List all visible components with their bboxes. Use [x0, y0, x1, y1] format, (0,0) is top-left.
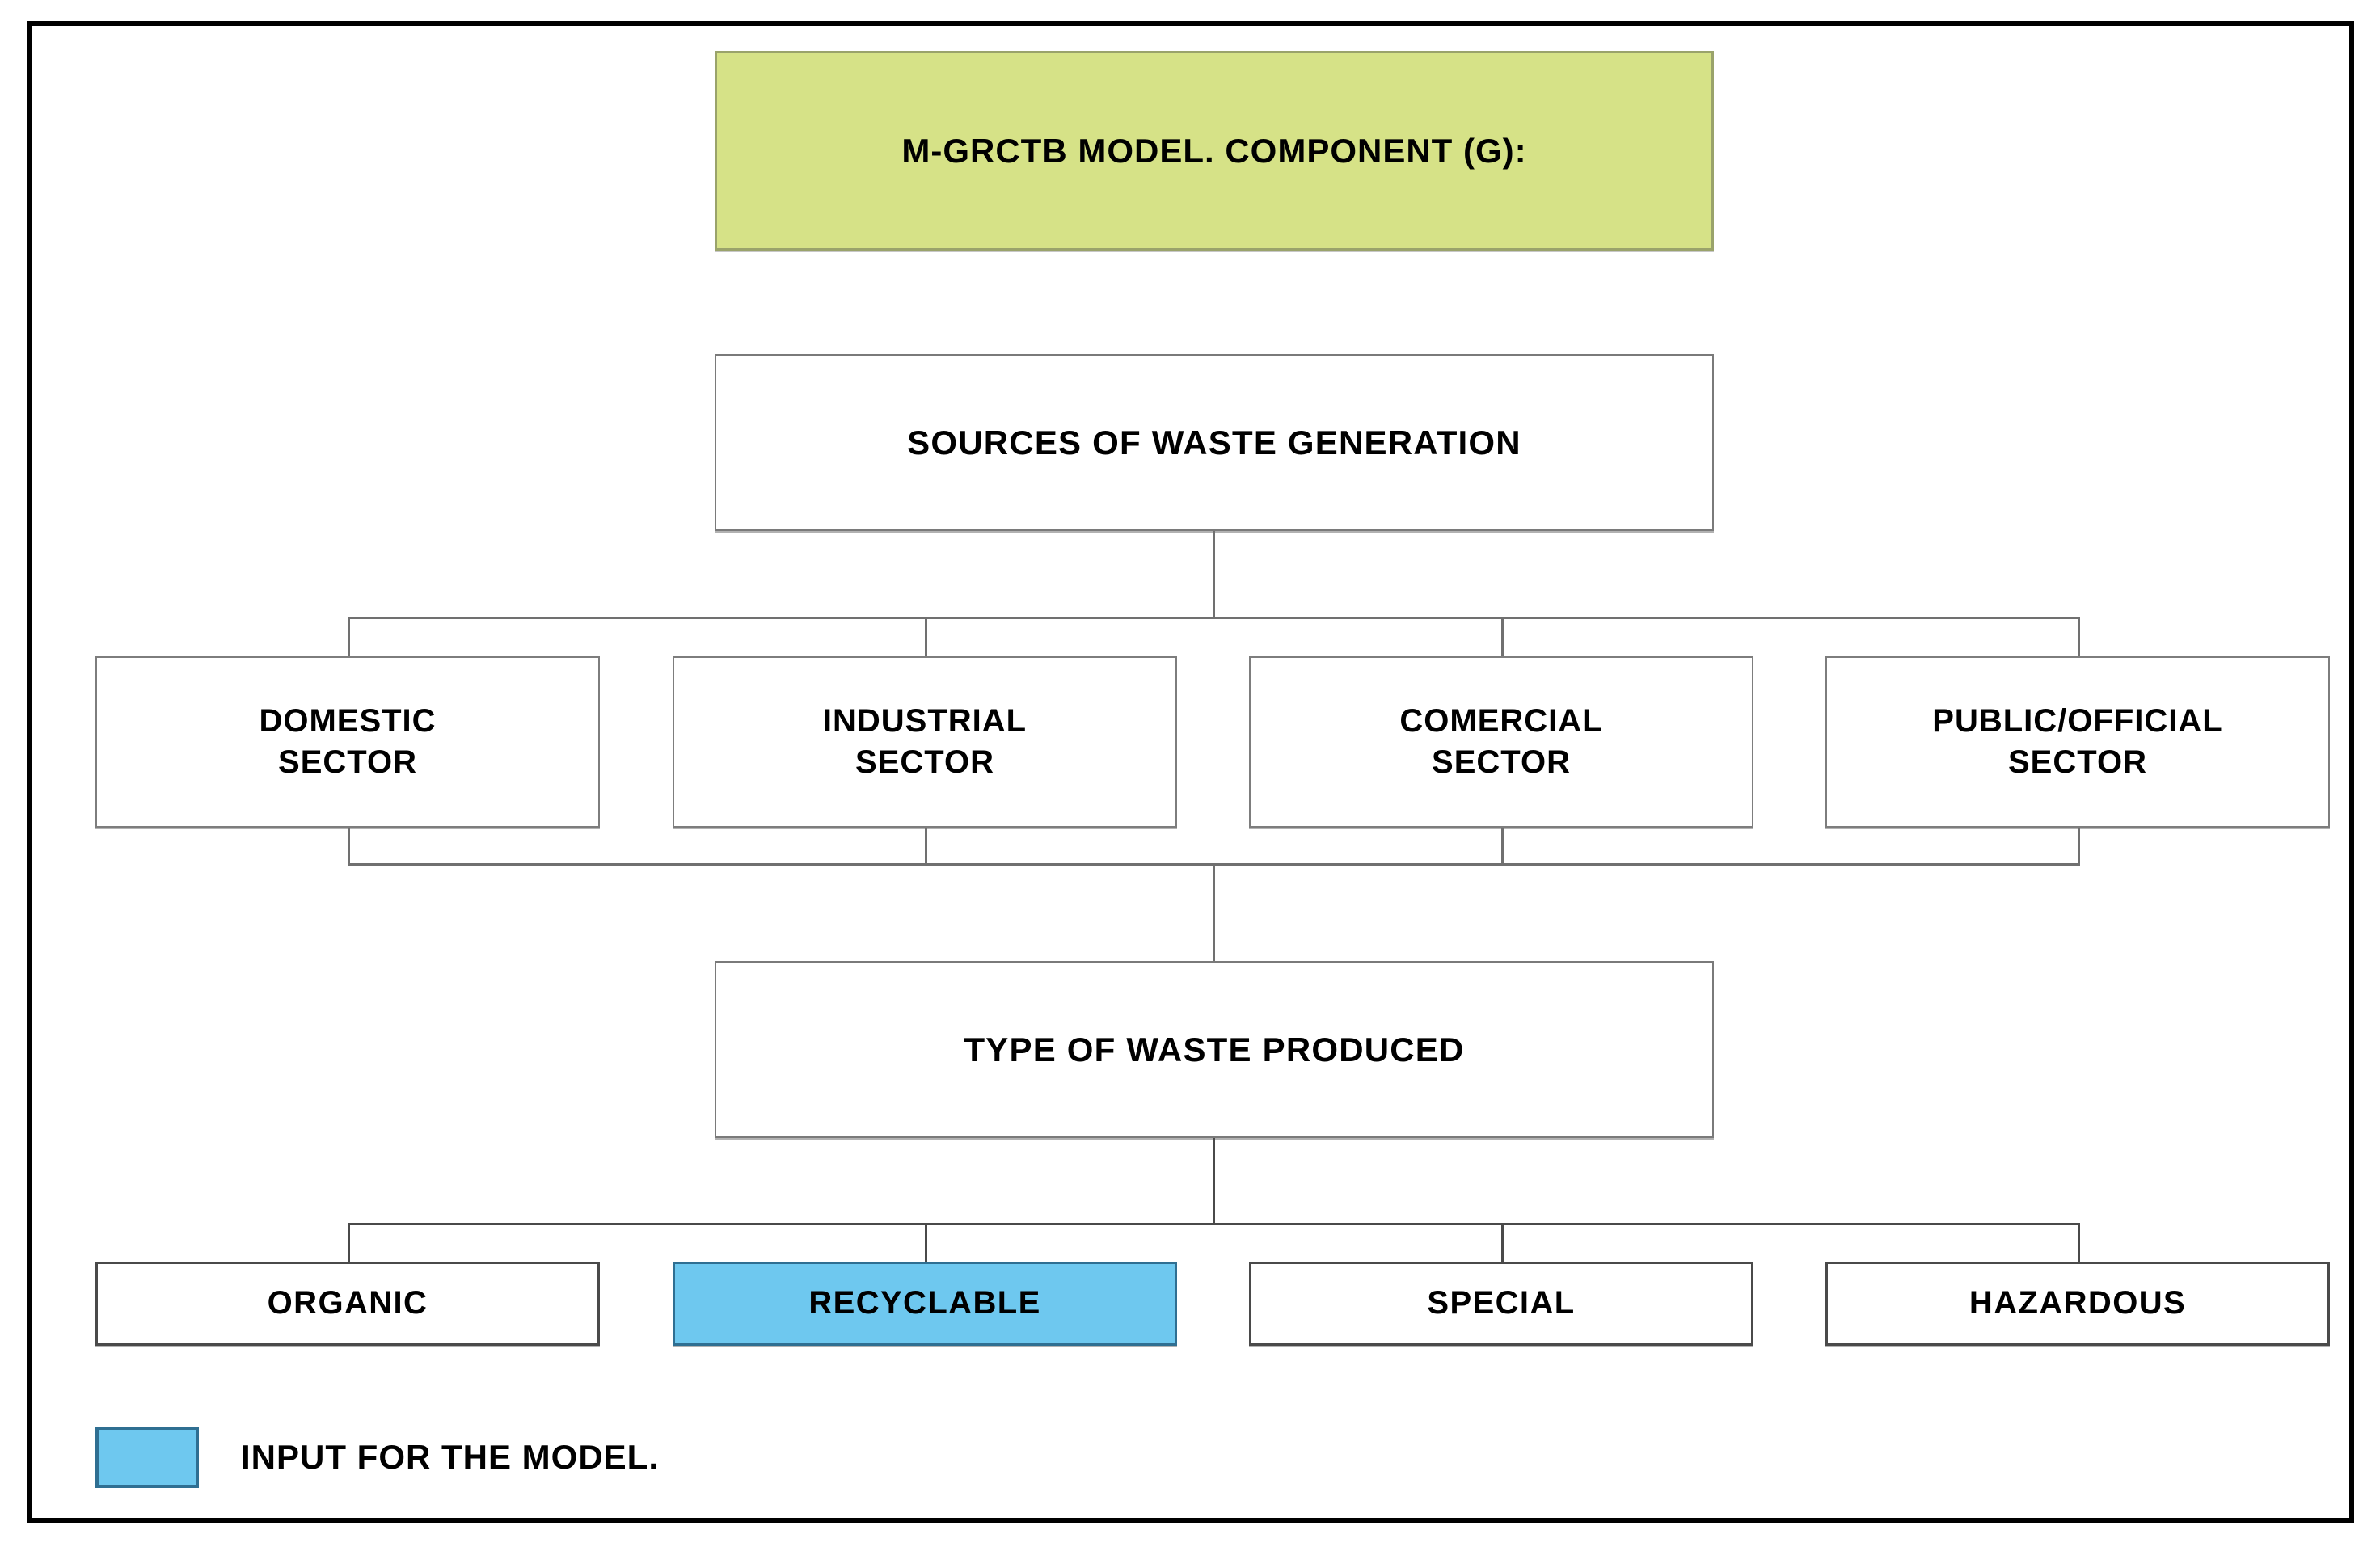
connector-up-domestic [348, 828, 350, 866]
sector-box-label-industrial: INDUSTRIAL SECTOR [823, 701, 1027, 783]
sector-box-public-official: PUBLIC/OFFICIAL SECTOR [1825, 656, 2330, 828]
sector-box-domestic: DOMESTIC SECTOR [95, 656, 600, 828]
stage-box-label-sources: SOURCES OF WASTE GENERATION [907, 423, 1521, 462]
sector-box-label-public-official: PUBLIC/OFFICIAL SECTOR [1932, 701, 2222, 783]
connector-up-comercial [1501, 828, 1504, 866]
connector-sources-drop [1213, 531, 1215, 618]
connector-up-industrial [925, 828, 927, 866]
waste-type-box-special: SPECIAL [1249, 1262, 1753, 1346]
connector-drop-comercial [1501, 617, 1504, 657]
sector-box-label-comercial: COMERCIAL SECTOR [1399, 701, 1602, 783]
waste-type-box-organic: ORGANIC [95, 1262, 600, 1346]
waste-type-label-recyclable: RECYCLABLE [808, 1285, 1041, 1321]
connector-sources-bus [348, 617, 2079, 619]
legend: INPUT FOR THE MODEL. [95, 1427, 659, 1488]
waste-type-label-hazardous: HAZARDOUS [1969, 1285, 2187, 1321]
sector-label-line2: SECTOR [855, 744, 994, 780]
stage-box-label-types: TYPE OF WASTE PRODUCED [964, 1030, 1465, 1068]
waste-type-label-special: SPECIAL [1427, 1285, 1576, 1321]
header-box-label: M-GRCTB MODEL. COMPONENT (G): [901, 131, 1527, 170]
sector-label-line1: INDUSTRIAL [822, 702, 1028, 739]
connector-drop-special [1501, 1223, 1504, 1263]
header-box-m-grctb-model: M-GRCTB MODEL. COMPONENT (G): [715, 51, 1714, 251]
stage-box-sources-of-waste-generation: SOURCES OF WASTE GENERATION [715, 354, 1714, 531]
connector-drop-organic [348, 1223, 350, 1263]
connector-types-drop [1213, 1138, 1215, 1225]
connector-drop-industrial [925, 617, 927, 657]
connector-up-public-official [2078, 828, 2080, 866]
connector-drop-domestic [348, 617, 350, 657]
connector-types-bus [348, 1223, 2079, 1225]
connector-types-riser [1213, 863, 1215, 962]
sector-label-line1: PUBLIC/OFFICIAL [1932, 702, 2223, 739]
sector-label-line1: DOMESTIC [259, 702, 437, 739]
sector-label-line2: SECTOR [2008, 744, 2147, 780]
stage-box-type-of-waste-produced: TYPE OF WASTE PRODUCED [715, 961, 1714, 1138]
connector-drop-public-official [2078, 617, 2080, 657]
legend-label: INPUT FOR THE MODEL. [241, 1438, 659, 1476]
connector-drop-hazardous [2078, 1223, 2080, 1263]
sector-box-comercial: COMERCIAL SECTOR [1249, 656, 1753, 828]
connector-drop-recyclable [925, 1223, 927, 1263]
sector-label-line1: COMERCIAL [1399, 702, 1603, 739]
sector-box-industrial: INDUSTRIAL SECTOR [673, 656, 1177, 828]
waste-type-label-organic: ORGANIC [267, 1285, 428, 1321]
waste-type-box-recyclable: RECYCLABLE [673, 1262, 1177, 1346]
sector-label-line2: SECTOR [1432, 744, 1571, 780]
legend-swatch-input-color [95, 1427, 199, 1488]
sector-box-label-domestic: DOMESTIC SECTOR [259, 701, 436, 783]
diagram-outer-frame [27, 21, 2354, 1523]
sector-label-line2: SECTOR [278, 744, 417, 780]
waste-type-box-hazardous: HAZARDOUS [1825, 1262, 2330, 1346]
